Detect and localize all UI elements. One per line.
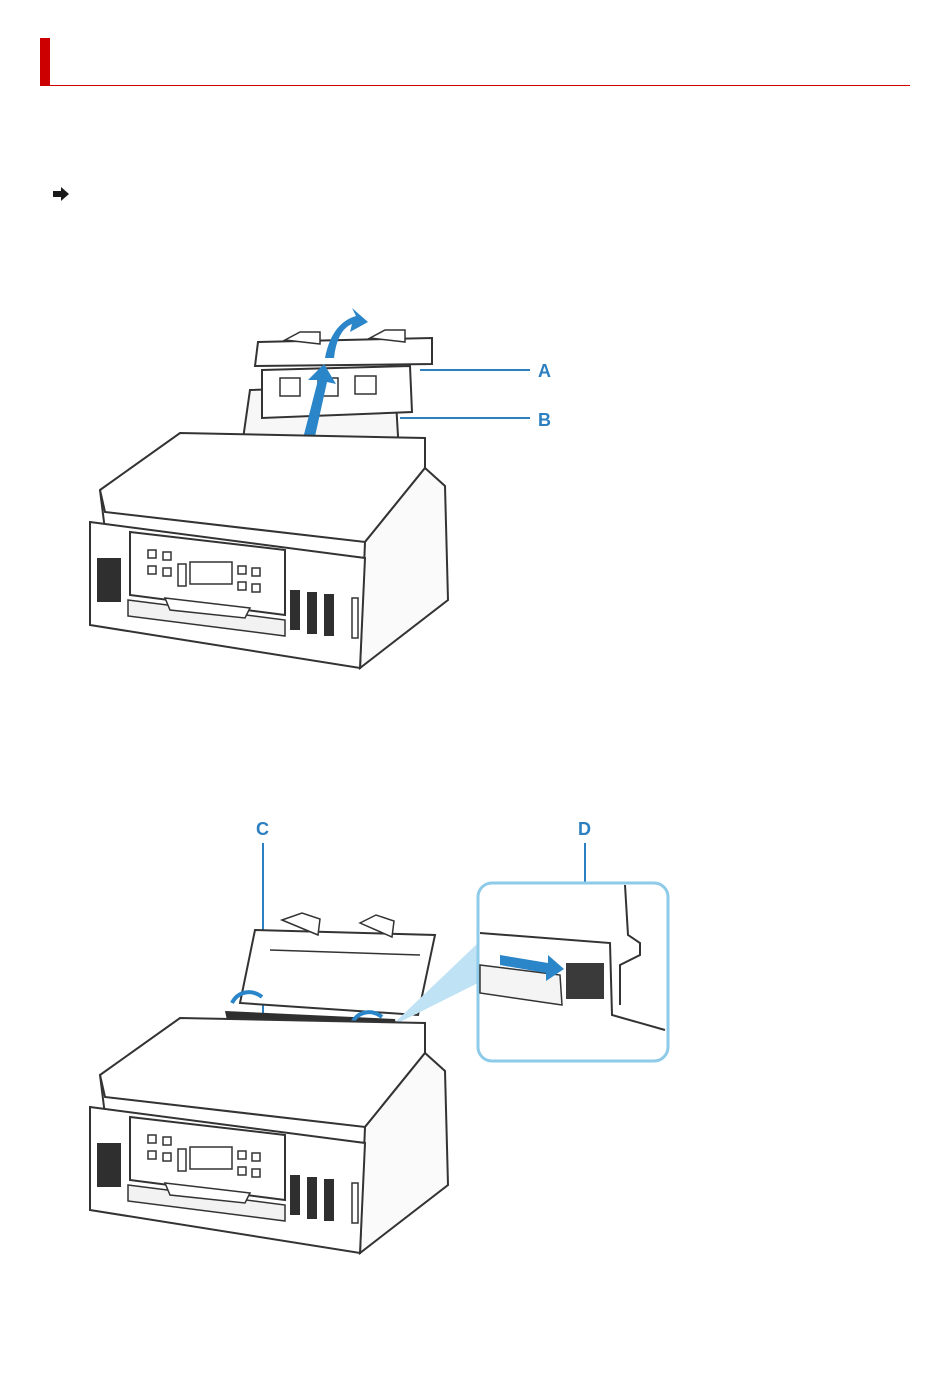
header-accent-bar	[40, 38, 50, 86]
header-rule	[40, 85, 910, 86]
extension-a	[255, 330, 432, 366]
callout-a: A	[538, 361, 551, 381]
printer-body	[90, 1018, 448, 1253]
printer-body	[90, 433, 448, 668]
paper-support	[240, 913, 435, 1015]
callout-c: C	[256, 819, 269, 839]
printer-illustration-paper-guides: C D	[0, 815, 950, 1260]
callout-b: B	[538, 410, 551, 430]
paper-guide-d	[566, 963, 604, 999]
printer-illustration-rear-tray: A B	[0, 300, 950, 680]
callout-d: D	[578, 819, 591, 839]
zoom-inset	[478, 883, 668, 1061]
right-arrow-icon[interactable]	[52, 187, 70, 201]
